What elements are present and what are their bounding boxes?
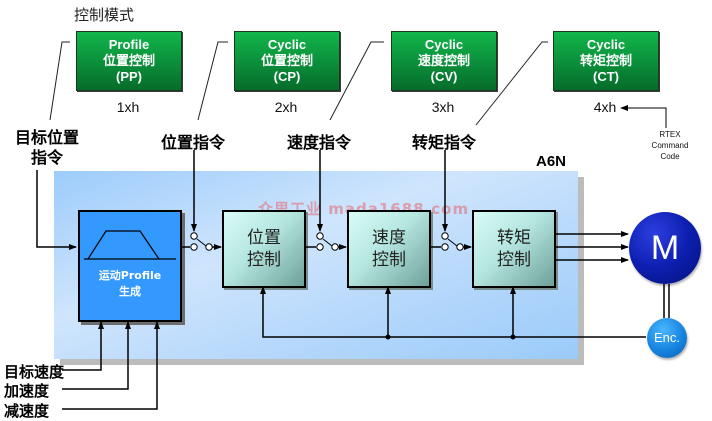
feedback-junction — [385, 334, 391, 340]
mode-line3: (PP) — [116, 69, 142, 84]
torque-control-block: 转矩 控制 — [472, 210, 556, 288]
velocity-control-block: 速度 控制 — [347, 210, 431, 288]
deceleration-label: 减速度 — [4, 402, 50, 420]
rtex-command-code-label: RTEX Command Code — [648, 129, 692, 162]
label-line: 控制 — [497, 250, 531, 270]
profile-input-lines — [62, 321, 160, 410]
mode-code-ct: 4xh — [593, 99, 617, 115]
callout-lines — [49, 41, 548, 126]
label-line: 控制 — [372, 250, 406, 270]
target-position-command-label: 目标位置 指令 — [13, 128, 81, 168]
mode-code-pp: 1xh — [116, 99, 140, 115]
mode-line1: Cyclic — [267, 37, 307, 52]
label-line: 目标位置 — [14, 128, 79, 147]
rtex-line: Code — [660, 152, 680, 161]
mode-line3: (CP) — [273, 69, 301, 84]
rtex-line: Command — [651, 141, 689, 150]
control-modes-title: 控制模式 — [74, 6, 135, 24]
mode-line1: Cyclic — [586, 37, 626, 52]
target-position-arrow — [36, 170, 77, 250]
trapezoid-profile-icon — [84, 230, 176, 260]
motor-encoder-shaft — [663, 284, 670, 318]
target-velocity-label: 目标速度 — [4, 363, 65, 381]
mode-line2: 速度控制 — [417, 53, 470, 68]
mode-box-pp: Profile 位置控制 (PP) — [76, 31, 182, 91]
label-line: 控制 — [247, 250, 281, 270]
label-line: 转矩 — [497, 228, 531, 248]
mode-code-cp: 2xh — [274, 99, 298, 115]
label-line: 速度 — [372, 228, 406, 248]
mode-switch-3 — [429, 232, 472, 251]
feedback-junction — [510, 334, 516, 340]
mode-line3: (CV) — [430, 69, 458, 84]
mode-line1: Cyclic — [424, 37, 464, 52]
mode-line1: Profile — [108, 37, 150, 52]
position-command-label: 位置指令 — [161, 133, 226, 152]
label-line: 运动Profile — [98, 269, 162, 282]
velocity-command-label: 速度指令 — [287, 133, 352, 152]
mode-switch-2 — [304, 232, 347, 251]
encoder-icon: Enc. — [647, 318, 687, 358]
mode-box-cv: Cyclic 速度控制 (CV) — [391, 31, 497, 91]
mode-line2: 转矩控制 — [579, 53, 632, 68]
acceleration-label: 加速度 — [4, 382, 50, 400]
rtex-line: RTEX — [659, 130, 681, 139]
profile-block-label: 运动Profile 生成 — [80, 268, 180, 300]
label-line: 指令 — [30, 148, 63, 167]
motor-phase-lines — [554, 231, 629, 263]
rtex-arrow — [620, 105, 667, 128]
label-line: 生成 — [119, 285, 141, 298]
driver-label: A6N — [536, 153, 567, 170]
mode-box-ct: Cyclic 转矩控制 (CT) — [553, 31, 659, 91]
feedback-lines — [260, 286, 646, 338]
motor-icon: M — [629, 212, 701, 284]
mode-line3: (CT) — [593, 69, 619, 84]
label-line: 位置 — [247, 228, 281, 248]
mode-line2: 位置控制 — [260, 53, 313, 68]
mode-line2: 位置控制 — [102, 53, 155, 68]
mode-switch-1 — [180, 232, 222, 251]
torque-command-label: 转矩指令 — [412, 133, 477, 152]
mode-code-cv: 3xh — [431, 99, 455, 115]
callout-pp — [49, 41, 70, 121]
mode-box-cp: Cyclic 位置控制 (CP) — [234, 31, 340, 91]
